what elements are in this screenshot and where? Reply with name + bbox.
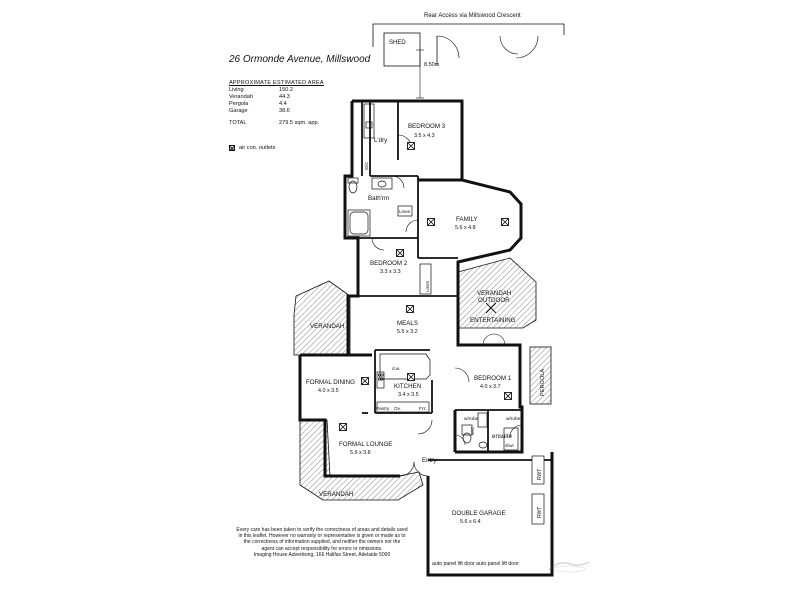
verandah-front-label: VERANDAH	[319, 491, 353, 498]
formal-lounge-size: 5.9 x 3.8	[350, 450, 371, 456]
air-con-outlets	[339, 142, 512, 431]
verandahs	[293, 257, 552, 501]
rwt1-label: RWT	[537, 469, 543, 480]
kitchen-bench	[379, 353, 431, 380]
wrobe1-label: w/robe	[464, 416, 479, 422]
bathroom-label: Bath'rm	[368, 195, 389, 202]
air-con-outlet-icon	[407, 373, 415, 381]
verandah-front	[299, 419, 424, 501]
exterior-walls	[298, 99, 554, 577]
linen1-label: Linen	[399, 209, 411, 214]
area-table-heading: APPROXIMATE ESTIMATED AREA	[229, 80, 324, 86]
disclaimer-line: Every care has been taken to verify the …	[236, 527, 408, 533]
air-con-outlet-icon	[406, 305, 414, 313]
meals-label: MEALS	[397, 320, 418, 327]
disclaimer-line: in this leaflet. However no warranty or …	[238, 533, 406, 540]
bedroom1-label: BEDROOM 1	[474, 375, 512, 382]
bedroom1-size: 4.0 x 3.7	[480, 384, 501, 390]
laundry-label: L'dry	[374, 137, 388, 144]
shower-label: shwr	[505, 443, 514, 448]
toilet-icon	[348, 180, 358, 194]
verandah-outdoor-label-3: ENTERTAINING	[470, 317, 516, 324]
verandah-outdoor-label-1: VERANDAH	[477, 290, 511, 297]
bath-tub-icon	[347, 209, 371, 237]
wc2-label: W/C	[364, 162, 369, 170]
watermark-logo	[548, 561, 590, 573]
formal-lounge-label: FORMAL LOUNGE	[339, 441, 392, 448]
plan-title: 26 Ormonde Avenue, Millswood	[229, 54, 371, 65]
rwt-tank-2	[531, 493, 545, 525]
vanity-basin-icon	[371, 177, 393, 190]
fixtures	[347, 103, 545, 525]
ensuite-toilet-icon	[462, 432, 472, 444]
oven-label: Ov.	[394, 406, 401, 411]
pantry-bench	[376, 401, 430, 413]
legend-label: air con. outlets	[239, 145, 276, 151]
air-con-outlet-icon	[501, 218, 509, 226]
bedroom3-label: BEDROOM 3	[408, 123, 446, 130]
room-labels: BEDROOM 3 3.5 x 4.3 L'dry Bath'rm Linen …	[306, 123, 546, 567]
air-con-outlet-icon	[407, 142, 415, 150]
disclaimer-line: the correctness of information supplied,…	[243, 539, 401, 546]
ensuite-label: ensuite	[492, 433, 513, 440]
rwt2-label: RWT	[537, 507, 543, 518]
shed-label: SHED	[389, 40, 406, 46]
kitchen-size: 3.4 x 3.5	[398, 392, 419, 398]
double-garage-label: DOUBLE GARAGE	[452, 510, 506, 517]
wc1-label: W/C	[470, 427, 475, 435]
laundry-bench	[363, 103, 375, 139]
verandah-outdoor-label-2: OUTDOOR	[478, 297, 510, 304]
disclaimer: Every care has been taken to verify the …	[229, 527, 415, 558]
bedroom2-size: 3.3 x 3.3	[380, 269, 401, 275]
interior-walls	[358, 101, 552, 461]
formal-dining-size: 4.0 x 3.5	[318, 388, 339, 394]
double-garage-size: 5.6 x 6.4	[460, 519, 481, 525]
verandah-west-label: VERANDAH	[310, 323, 344, 330]
verandah-west	[293, 280, 351, 356]
air-con-outlet-icon	[396, 249, 404, 257]
ensuite-basin-icon	[478, 441, 488, 449]
meals-size: 5.5 x 3.2	[397, 329, 418, 335]
pergola	[529, 346, 552, 405]
family-label: FAMILY	[456, 216, 478, 223]
air-con-outlet-icon	[427, 218, 435, 226]
family-size: 5.6 x 4.8	[455, 225, 476, 231]
air-con-outlet-icon	[339, 423, 347, 431]
air-con-outlet-icon	[504, 392, 512, 400]
air-con-outlet-icon	[361, 377, 369, 385]
rear-access-label: Rear Access via Millswood Crescent	[424, 13, 521, 19]
air-con-outlet-icon	[229, 145, 235, 151]
bedroom3-size: 3.5 x 4.3	[414, 133, 435, 139]
rear-gate-swing	[436, 35, 460, 59]
entry-label: Entry	[422, 457, 437, 464]
distance-label: 8.50m	[424, 62, 440, 68]
pantry-label: Pantry	[376, 406, 390, 411]
kitchen-label: KITCHEN	[394, 383, 421, 390]
door-swings	[371, 134, 523, 477]
disclaimer-line: agent can accept responsibility for erro…	[261, 545, 383, 552]
bedroom2-label: BEDROOM 2	[370, 260, 408, 267]
formal-dining-label: FORMAL DINING	[306, 379, 355, 386]
linen2-label: Linen	[425, 280, 430, 292]
rear-site: SHED Rear Access via Millswood Crescent …	[372, 13, 565, 99]
cooktop-icon	[376, 371, 385, 389]
disclaimer-line: Imaging House Advertising, 166 Halifax S…	[253, 551, 391, 558]
pergola-label: PERGOLA	[540, 369, 546, 396]
laundry-tub-icon	[365, 121, 373, 129]
freezer-label: Frz.	[419, 406, 427, 411]
garage-door-label: auto panel lift door auto panel lift doo…	[432, 561, 519, 567]
shed-outline	[383, 32, 421, 67]
rwt-tank-1	[531, 455, 545, 485]
legend: air con. outlets	[229, 145, 275, 151]
wrobe2-label: w/robe	[506, 416, 521, 422]
dw-label: d.w.	[392, 366, 400, 371]
